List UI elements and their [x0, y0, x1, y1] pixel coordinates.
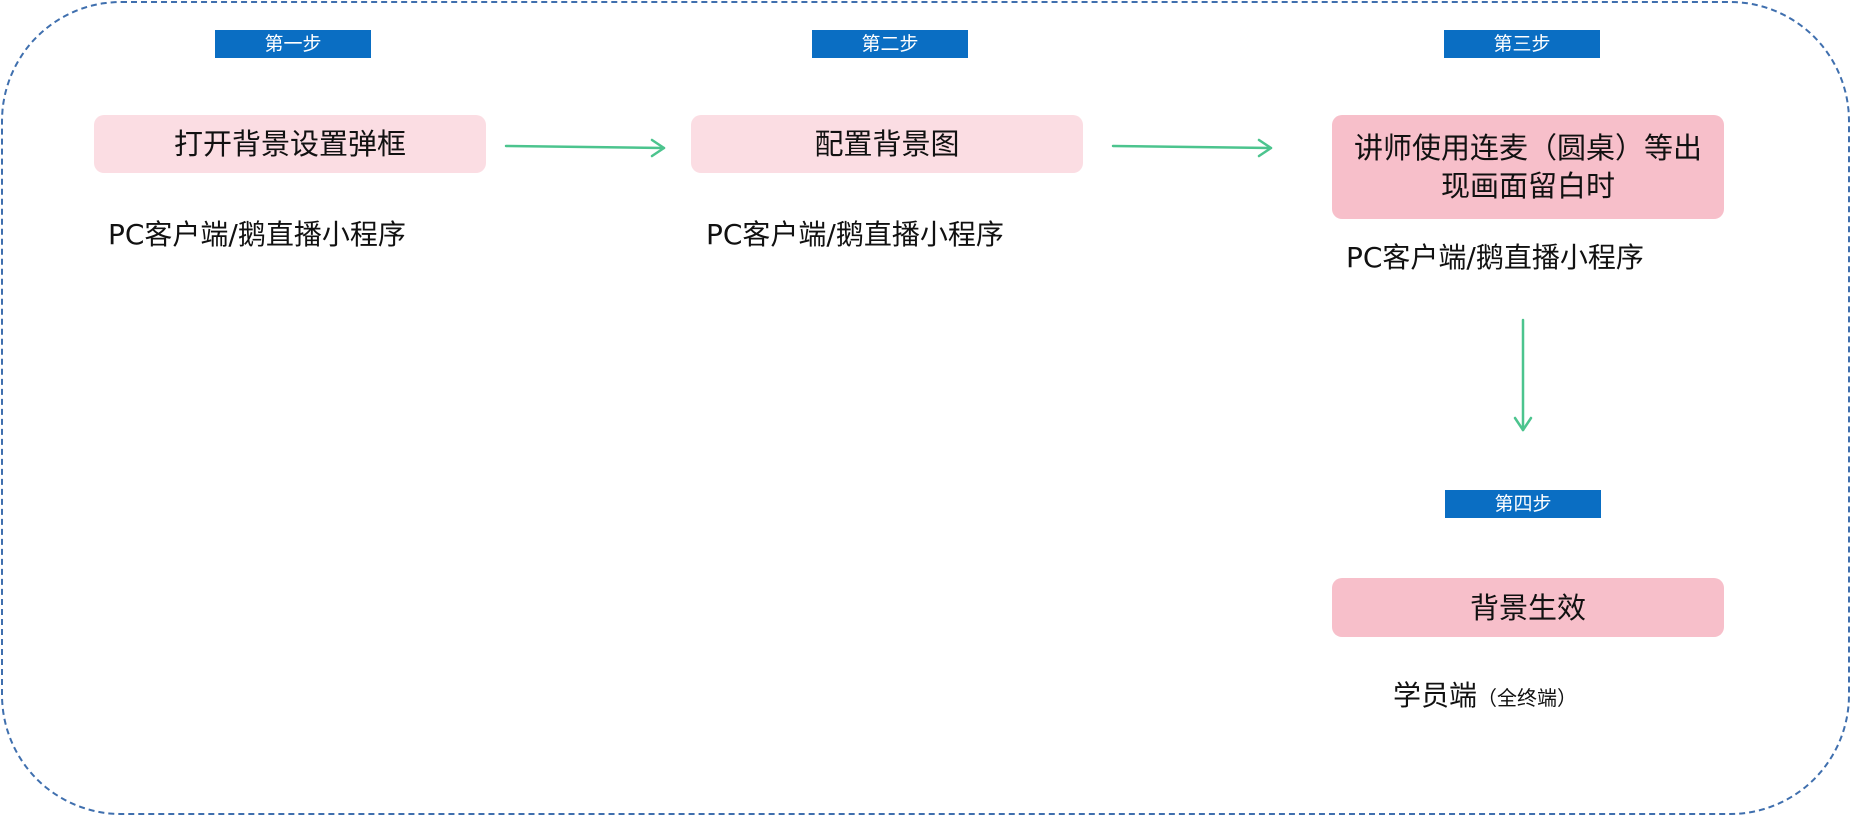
step-2-box: 配置背景图	[691, 115, 1083, 173]
step-4-caption-note: （全终端）	[1477, 686, 1578, 710]
step-4-caption: 学员端（全终端）	[1393, 679, 1577, 715]
step-1-caption: PC客户端/鹅直播小程序	[108, 218, 406, 251]
step-1-tag: 第一步	[215, 30, 371, 58]
step-4-tag: 第四步	[1445, 490, 1601, 518]
step-4-box: 背景生效	[1332, 578, 1724, 637]
step-4-caption-main: 学员端	[1393, 679, 1478, 712]
arrow-step2-to-step3	[1111, 138, 1273, 158]
step-2-caption: PC客户端/鹅直播小程序	[706, 218, 1004, 251]
arrow-step1-to-step2	[504, 138, 666, 158]
step-3-box: 讲师使用连麦（圆桌）等出现画面留白时	[1332, 115, 1724, 219]
step-3-tag: 第三步	[1444, 30, 1600, 58]
step-3-caption: PC客户端/鹅直播小程序	[1346, 241, 1644, 274]
step-1-box: 打开背景设置弹框	[94, 115, 486, 173]
arrow-step3-to-step4	[1513, 318, 1533, 432]
step-2-tag: 第二步	[812, 30, 968, 58]
